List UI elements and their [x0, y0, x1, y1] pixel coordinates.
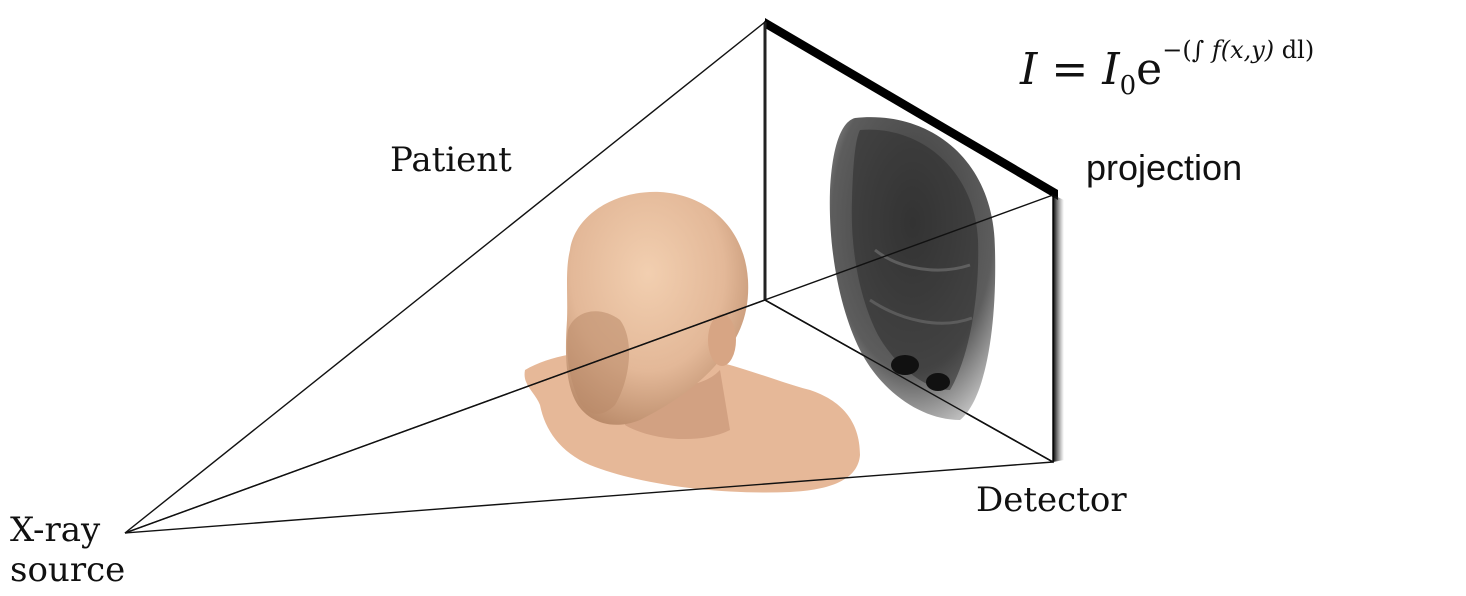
attenuation-formula: I = I0e−(∫ f(x,y) dl) — [1020, 36, 1314, 101]
formula-lhs: I — [1020, 44, 1037, 95]
xray-source-label: X-ray source — [10, 510, 125, 590]
formula-exp-dl: dl) — [1274, 36, 1314, 64]
formula-exp-f: f — [1212, 36, 1221, 64]
formula-exp-open: −(∫ — [1162, 36, 1212, 64]
formula-exponent: −(∫ f(x,y) dl) — [1162, 36, 1314, 64]
xray-source-label-line1: X-ray — [10, 510, 125, 550]
xray-source-label-line2: source — [10, 550, 125, 590]
formula-subscript: 0 — [1120, 71, 1137, 101]
projection-label: projection — [1086, 147, 1242, 189]
patient-label: Patient — [390, 140, 512, 180]
formula-equals: = — [1037, 44, 1102, 95]
formula-exp-args: (x,y) — [1221, 36, 1274, 64]
detector-label: Detector — [976, 480, 1127, 520]
formula-e: e — [1136, 44, 1162, 95]
formula-base: I — [1102, 44, 1119, 95]
